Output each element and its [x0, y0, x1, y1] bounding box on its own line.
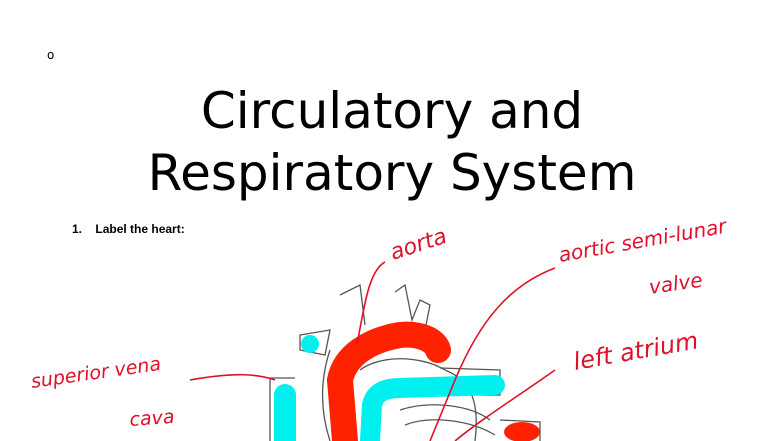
label-left-atrium: left atrium [571, 326, 700, 375]
aorta-paint [326, 321, 451, 441]
vessel-dot [301, 335, 319, 353]
label-aortic-valve-2: valve [647, 268, 704, 299]
title-line-1: Circulatory and [200, 82, 584, 140]
title-line-2: Respiratory System [147, 144, 637, 202]
label-aortic-valve-1: aortic semi-lunar [557, 213, 730, 266]
page-title: Circulatory and Respiratory System [0, 80, 784, 204]
question-text: Label the heart: [95, 222, 185, 236]
question-number: 1. [72, 222, 83, 236]
heart-outline [269, 283, 541, 441]
question-1: 1. Label the heart: [72, 222, 185, 236]
label-superior-vena-cava-1: superior vena [30, 353, 163, 393]
label-aorta: aorta [387, 224, 450, 266]
vessel-paint [274, 321, 540, 441]
label-superior-vena-cava-2: cava [129, 406, 175, 431]
left-atrium-paint [504, 422, 540, 441]
list-bullet: o [47, 48, 55, 62]
label-lines [189, 261, 556, 441]
pulmonary-artery-paint [360, 375, 505, 441]
